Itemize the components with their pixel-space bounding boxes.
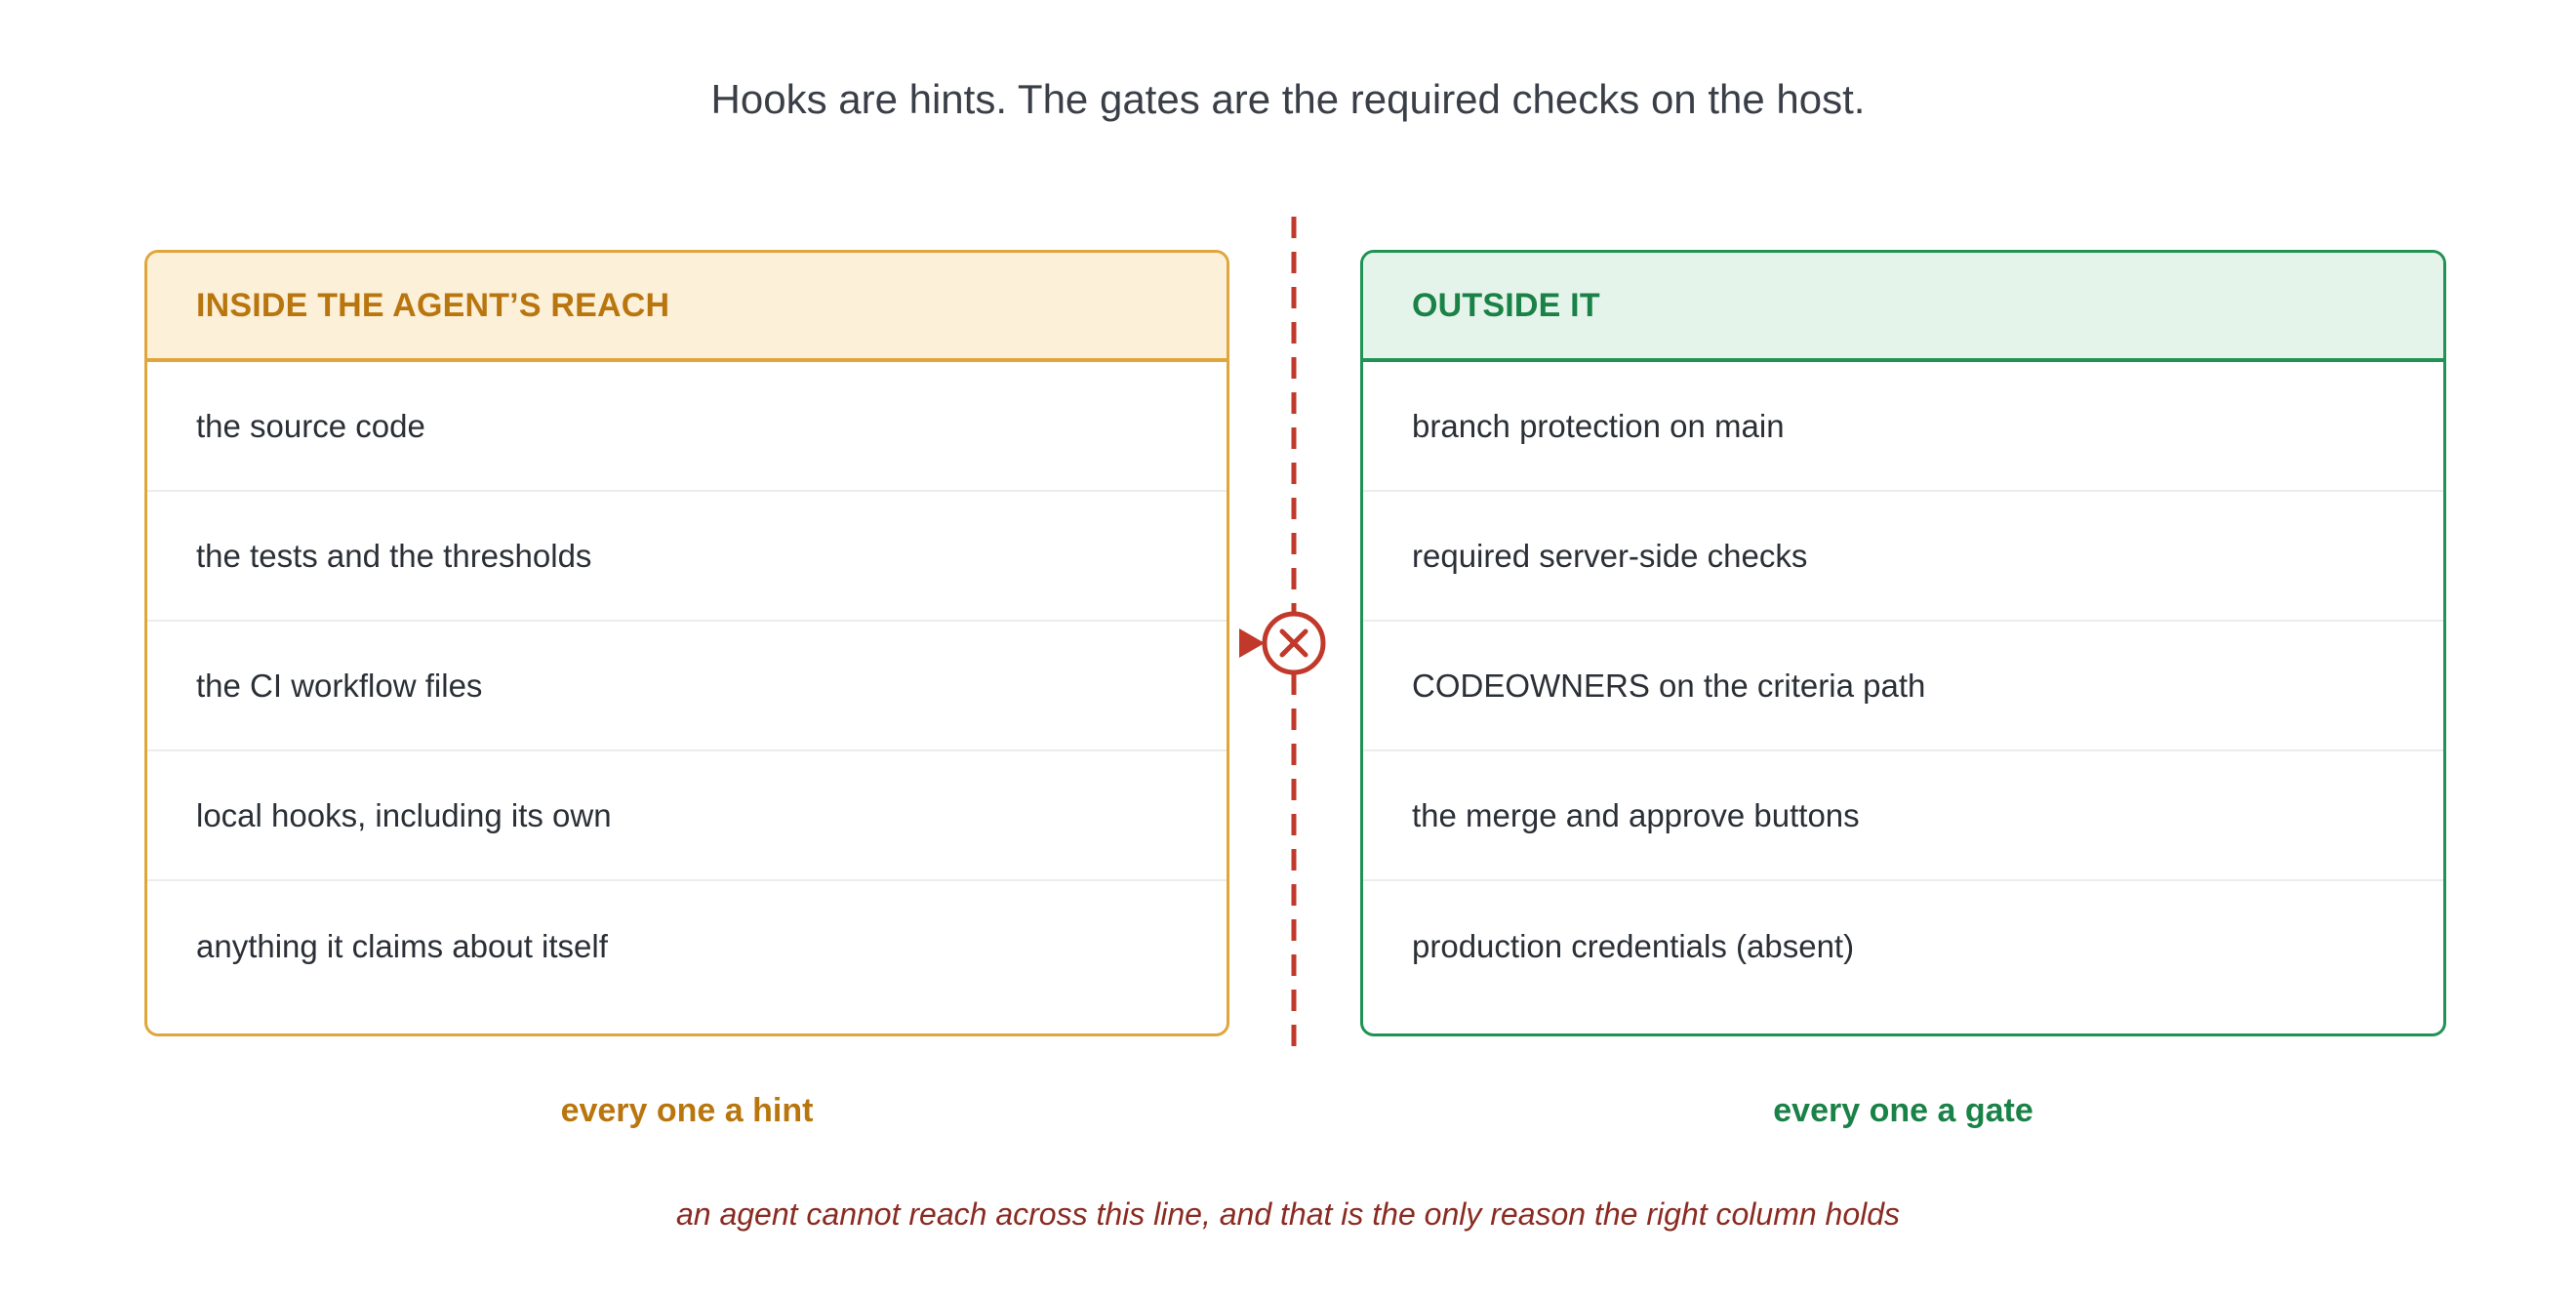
page-title: Hooks are hints. The gates are the requi… [710, 76, 1866, 122]
outside-reach-header: OUTSIDE IT [1363, 253, 2443, 362]
inside-reach-footer: every one a hint [560, 1092, 814, 1129]
inside-reach-header: INSIDE THE AGENT’S REACH [147, 253, 1227, 362]
outside-reach-panel: OUTSIDE IT branch protection on main req… [1360, 250, 2446, 1036]
list-item: local hooks, including its own [147, 751, 1227, 881]
inside-reach-panel: INSIDE THE AGENT’S REACH the source code… [144, 250, 1229, 1036]
outside-reach-footer: every one a gate [1773, 1092, 2033, 1129]
blocked-x-icon [1262, 611, 1326, 675]
list-item: the merge and approve buttons [1363, 751, 2443, 881]
boundary-caption: an agent cannot reach across this line, … [675, 1196, 1901, 1232]
list-item: production credentials (absent) [1412, 927, 1855, 964]
arrow-right-icon [1239, 628, 1265, 658]
list-item: the source code [147, 362, 1227, 492]
blocked-crossing [1231, 607, 1329, 679]
list-item: CODEOWNERS on the criteria path [1363, 622, 2443, 751]
list-item: branch protection on main [1363, 362, 2443, 492]
list-item: anything it claims about itself [196, 927, 608, 964]
list-item: required server-side checks [1363, 492, 2443, 622]
list-item: the tests and the thresholds [147, 492, 1227, 622]
list-item: the CI workflow files [147, 622, 1227, 751]
